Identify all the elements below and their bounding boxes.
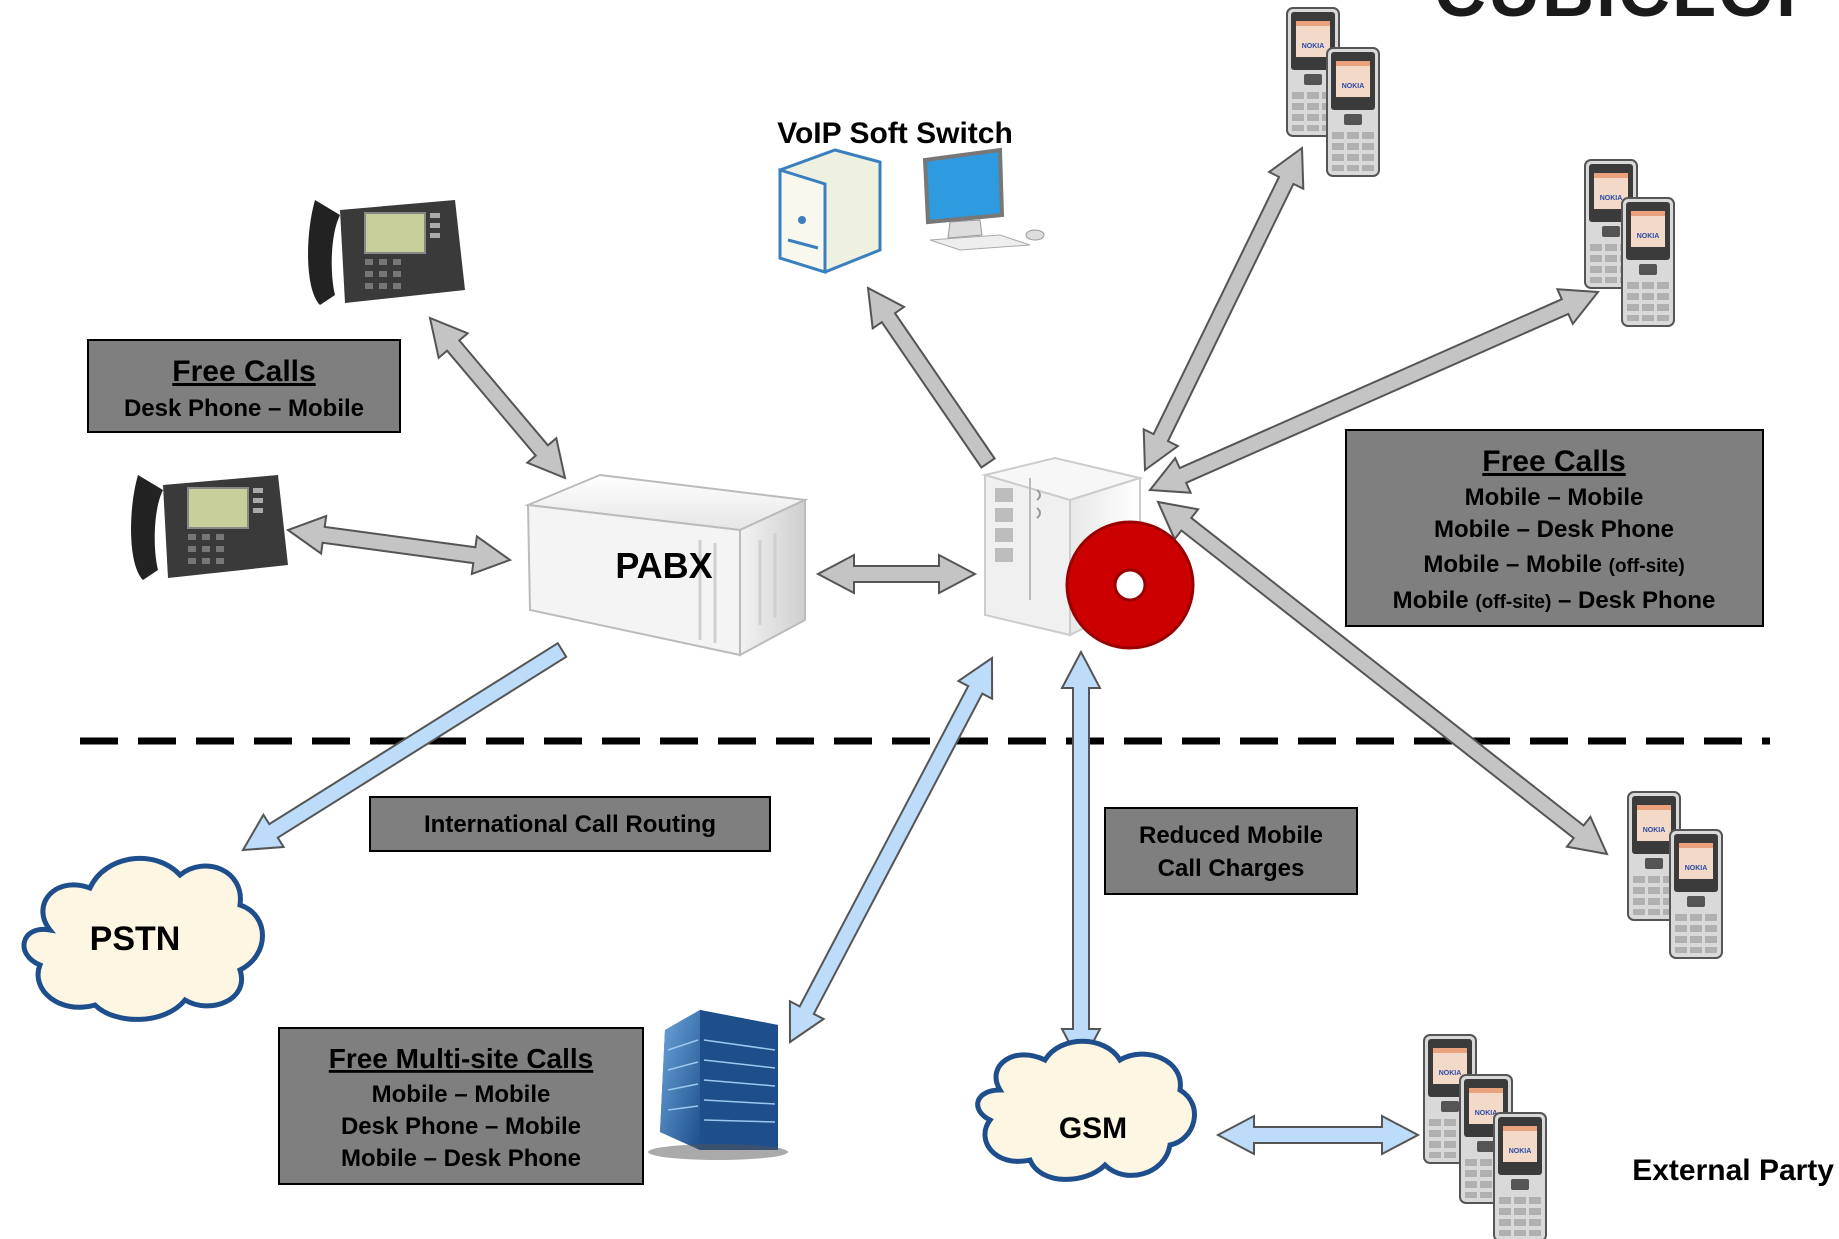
double-arrow bbox=[428, 316, 567, 480]
box-line: Call Charges bbox=[1158, 855, 1305, 882]
box-line-tail: – Desk Phone bbox=[1551, 587, 1715, 614]
box-line-qualifier: (off-site) bbox=[1475, 592, 1551, 613]
pabx-label: PABX bbox=[615, 545, 712, 586]
double-arrow bbox=[1060, 649, 1102, 1068]
double-arrow bbox=[788, 656, 994, 1044]
server-icon bbox=[778, 148, 882, 275]
phone-brand-logo: NOKIA bbox=[1302, 43, 1325, 50]
phone-brand-logo: NOKIA bbox=[1509, 1148, 1532, 1155]
double-arrow bbox=[285, 514, 513, 576]
phone-brand-logo: NOKIA bbox=[1685, 865, 1708, 872]
phone-brand-logo: NOKIA bbox=[1439, 1070, 1462, 1077]
box-title: Free Calls bbox=[1482, 445, 1625, 478]
box-line: Reduced Mobile bbox=[1139, 822, 1323, 849]
double-arrow bbox=[1148, 288, 1600, 494]
mobile-phones: NOKIA NOKIA NOKIA NOKIA NOKIA NOKIA NOKIA NOKIA… bbox=[1286, 7, 1723, 1239]
mobile-phone-icon: NOKIA bbox=[1669, 829, 1723, 959]
external-party-label: External Party bbox=[1632, 1154, 1834, 1187]
single-arrow bbox=[241, 641, 568, 852]
soft-switch-label: VoIP Soft Switch bbox=[777, 117, 1013, 150]
box-line: Mobile (off-site) – Desk Phone bbox=[1393, 587, 1716, 614]
box-line: Mobile – Mobile (off-site) bbox=[1423, 551, 1684, 578]
double-arrow bbox=[815, 553, 978, 595]
mobile-phone-icon: NOKIA bbox=[1423, 1034, 1477, 1164]
mobile-phone-icon: NOKIA bbox=[1627, 791, 1681, 921]
cloud-icon bbox=[21, 855, 265, 1022]
phone-brand-logo: NOKIA bbox=[1637, 233, 1660, 240]
multi-site-box: Free Multi-site Calls Mobile – Mobile De… bbox=[278, 1027, 644, 1185]
desk-phone-icon bbox=[308, 200, 465, 305]
double-arrow bbox=[1215, 1114, 1421, 1156]
reduced-charges-box: Reduced Mobile Call Charges bbox=[1104, 807, 1358, 895]
gsm-label: GSM bbox=[1059, 1112, 1127, 1145]
box-line-main: Mobile bbox=[1393, 587, 1476, 614]
phone-brand-logo: NOKIA bbox=[1475, 1110, 1498, 1117]
desk-phone-icon bbox=[131, 475, 288, 580]
pabx-box-icon bbox=[524, 473, 809, 657]
monitor-icon bbox=[922, 147, 1045, 251]
box-line: Mobile – Mobile bbox=[372, 1081, 551, 1108]
box-line-main: Mobile – Mobile bbox=[1423, 551, 1608, 578]
free-calls-desk-box: Free Calls Desk Phone – Mobile bbox=[87, 339, 401, 433]
brand-wordmark: CUBICLOI bbox=[1434, 0, 1798, 32]
pstn-label: PSTN bbox=[90, 920, 181, 958]
box-line: Mobile – Desk Phone bbox=[1434, 516, 1674, 543]
mobile-phone-icon: NOKIA bbox=[1326, 47, 1380, 177]
cubicle-disc-icon bbox=[1065, 520, 1195, 650]
phone-brand-logo: NOKIA bbox=[1342, 83, 1365, 90]
double-arrow bbox=[1142, 146, 1305, 472]
box-line-qualifier: (off-site) bbox=[1609, 556, 1685, 577]
box-line: Desk Phone – Mobile bbox=[341, 1113, 581, 1140]
double-arrow bbox=[1156, 500, 1609, 856]
box-line: Mobile – Mobile bbox=[1465, 484, 1644, 511]
box-title: Free Calls bbox=[172, 355, 315, 388]
connection-arrows bbox=[241, 146, 1609, 1156]
international-routing-box: International Call Routing bbox=[369, 796, 771, 852]
box-line: International Call Routing bbox=[424, 811, 716, 838]
box-line: Desk Phone – Mobile bbox=[124, 395, 364, 422]
mobile-phone-icon: NOKIA bbox=[1621, 197, 1675, 327]
cloud-icon bbox=[975, 1038, 1197, 1182]
office-building-icon bbox=[648, 1010, 788, 1160]
phone-brand-logo: NOKIA bbox=[1600, 195, 1623, 202]
phone-brand-logo: NOKIA bbox=[1643, 827, 1666, 834]
mobile-phone-icon: NOKIA bbox=[1493, 1112, 1547, 1239]
box-line: Mobile – Desk Phone bbox=[341, 1145, 581, 1172]
free-calls-mobile-box: Free Calls Mobile – Mobile Mobile – Desk… bbox=[1345, 429, 1764, 627]
single-arrow bbox=[866, 286, 996, 469]
box-title: Free Multi-site Calls bbox=[329, 1043, 594, 1074]
